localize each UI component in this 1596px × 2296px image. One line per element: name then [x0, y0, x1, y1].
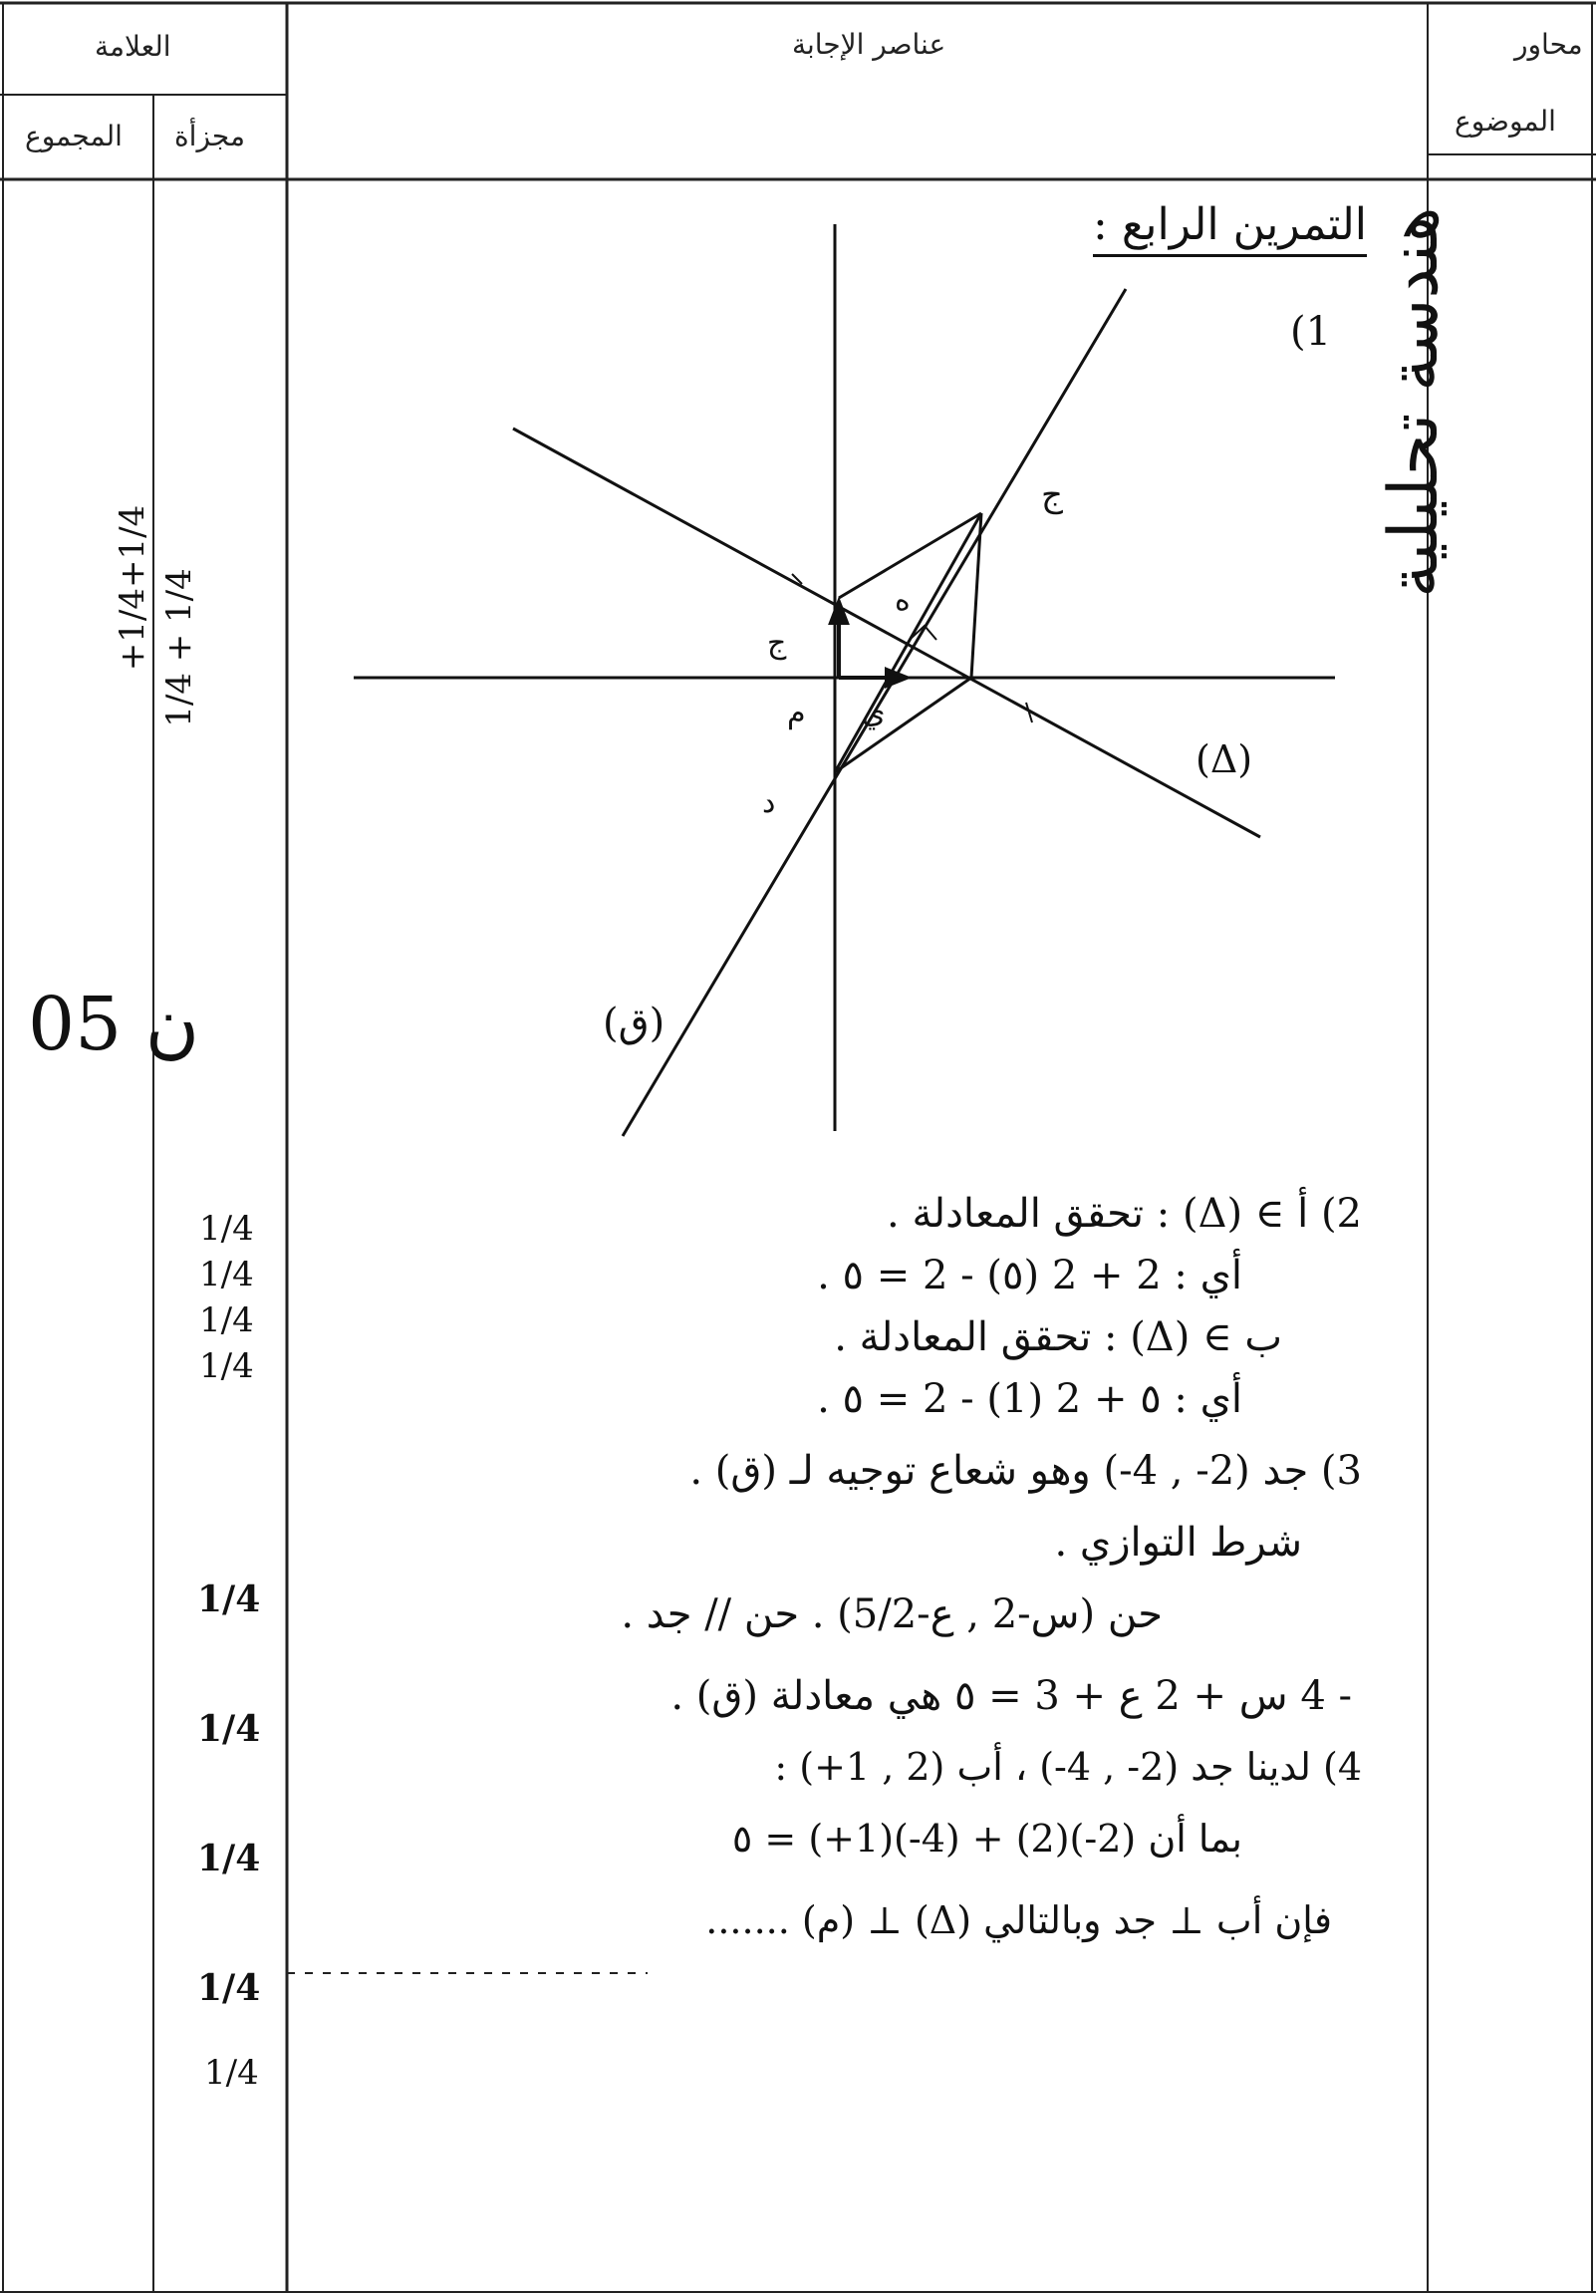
segment-j-b	[969, 512, 983, 679]
answer-line-8: - 4 س + 2 ع + 3 = ٥ هي معادلة (ق) .	[670, 1673, 1352, 1719]
answer-lines: 2) أ ∋ (Δ) : تحقق المعادلة . أي : 2 + 2 …	[316, 1191, 1362, 1970]
answer-line-10: بما أن (2-)(2) + (4-)(1+) = ٥	[731, 1817, 1242, 1861]
label-point-j: ج	[1041, 475, 1063, 515]
label-line-q: (ق)	[603, 1001, 665, 1046]
exercise-title: التمرين الرابع :	[1093, 199, 1367, 257]
label-point-h: ه	[895, 583, 911, 618]
label-vector-i: ي	[862, 696, 885, 730]
segment-j-d	[833, 512, 983, 773]
answer-line-2: أي : 2 + 2 (٥) - 2 = ٥ .	[817, 1253, 1242, 1298]
topic-header-line2: الموضوع	[1455, 105, 1556, 138]
topic-header-line1: محاور	[1514, 28, 1583, 61]
label-vector-j: ج	[767, 626, 787, 661]
answer-line-11: فإن أب ⊥ جد وبالتالي (Δ) ⊥ (م) .......	[705, 1898, 1332, 1942]
label-line-delta: (Δ)	[1196, 737, 1252, 781]
answer-line-3: ب ∋ (Δ) : تحقق المعادلة .	[834, 1314, 1282, 1360]
marks-header: العلامة	[95, 30, 171, 63]
answer-line-4: أي : ٥ + 2 (1) - 2 = ٥ .	[817, 1376, 1242, 1422]
segment-d-b	[834, 676, 972, 774]
answer-line-6: شرط التوازي .	[1054, 1520, 1303, 1566]
total-mark: 05 ن	[28, 982, 200, 1067]
partial-column-header: مجزأة	[174, 120, 245, 152]
total-column-header: المجموع	[25, 120, 123, 152]
part1-label: (1	[1290, 309, 1332, 355]
answer-line-5: 3) جد (2- , 4-) وهو شعاع توجيه لـ (ق) .	[689, 1448, 1362, 1494]
label-point-m: م	[787, 696, 806, 730]
line-q	[621, 288, 1128, 1137]
segment-c-j	[838, 511, 982, 600]
label-point-d: د	[762, 785, 775, 820]
right-angle-mark	[911, 624, 937, 641]
partial-mark-part4: 1/4	[204, 2053, 259, 2093]
answer-line-9: 4) لدينا جد (2- , 4-) ، أب (2 , 1+) :	[774, 1745, 1362, 1789]
answer-line-7: حن (س-2 , ع-5/2) . حن // جد .	[621, 1591, 1163, 1637]
line-delta	[512, 427, 1261, 839]
answer-line-1: 2) أ ∋ (Δ) : تحقق المعادلة .	[887, 1191, 1362, 1237]
answer-elements-header: عناصر الإجابة	[792, 28, 946, 61]
